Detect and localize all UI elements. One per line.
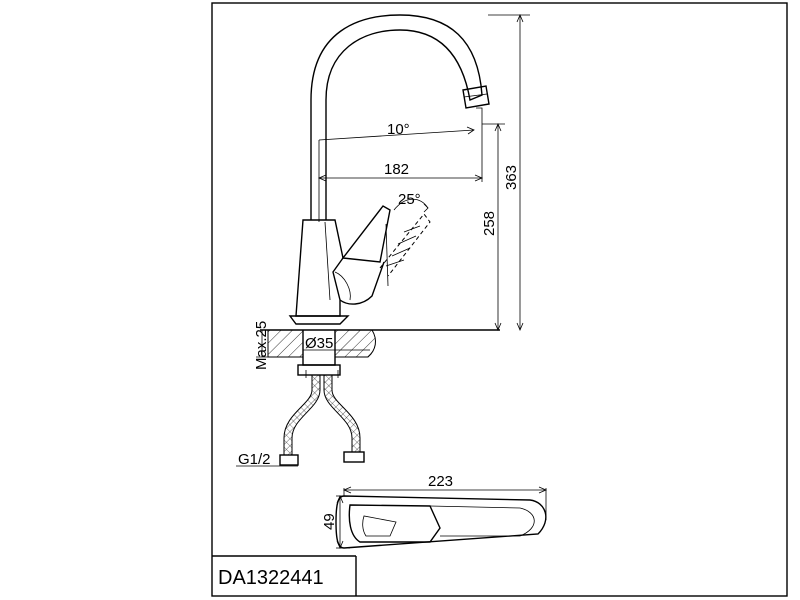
hose-nut-right <box>343 451 365 463</box>
label-reach: 182 <box>384 161 409 178</box>
dimension-lines <box>236 13 548 550</box>
base-flange <box>288 315 350 325</box>
label-max-deck-thickness: Max.25 <box>253 321 270 370</box>
label-top-length: 223 <box>428 473 453 490</box>
drawing-frame <box>211 2 788 597</box>
label-spout-angle: 10° <box>387 121 410 138</box>
aerator <box>462 85 490 109</box>
hose-nut-left <box>279 454 299 466</box>
faucet-top-view <box>335 495 547 549</box>
faucet-body <box>295 219 344 317</box>
label-handle-angle: 25° <box>398 191 421 208</box>
label-total-height: 363 <box>503 165 520 190</box>
hose-left <box>283 374 321 456</box>
hose-right <box>323 374 361 453</box>
countertop-right <box>334 329 376 358</box>
model-code: DA1322441 <box>218 567 324 589</box>
label-top-width: 49 <box>321 513 338 530</box>
dimension-labels: 10° 182 25° 258 363 Max.25 Ø35 G1/2 223 … <box>238 121 520 530</box>
label-connection-thread: G1/2 <box>238 451 271 468</box>
label-mount-hole-diameter: Ø35 <box>305 335 333 352</box>
top-view-outline <box>335 495 547 549</box>
countertop-section <box>260 329 500 376</box>
label-spout-height: 258 <box>481 211 498 236</box>
faucet-side-view <box>288 14 490 325</box>
lever-handle <box>341 205 391 263</box>
countertop-left <box>267 329 304 358</box>
spout-outline <box>310 14 483 220</box>
lever-handle-rotated <box>379 213 431 277</box>
flex-hoses <box>279 370 365 466</box>
